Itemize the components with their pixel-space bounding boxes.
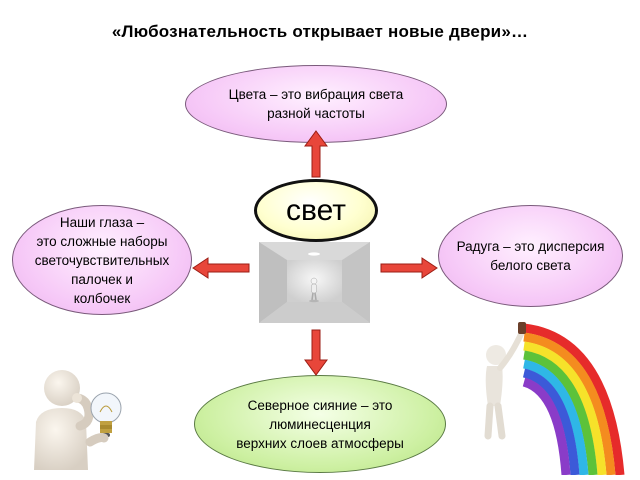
arrow-right-to-rainbow — [380, 257, 438, 279]
node-rainbow-dispersion: Радуга – это дисперсия белого света — [438, 205, 623, 307]
node-rainbow-dispersion-text: Радуга – это дисперсия белого света — [456, 239, 605, 273]
node-colors-vibration: Цвета – это вибрация света разной частот… — [185, 65, 447, 143]
light-bulb-icon — [90, 392, 122, 437]
page-title: «Любознательность открывает новые двери»… — [111, 22, 529, 41]
rainbow-figure — [484, 322, 625, 475]
node-eyes-text: Наши глаза – это сложные наборы светочув… — [34, 214, 170, 306]
node-colors-vibration-text: Цвета – это вибрация света разной частот… — [228, 87, 404, 121]
center-node-light: свет — [254, 179, 378, 242]
node-eyes: Наши глаза – это сложные наборы светочув… — [12, 205, 192, 315]
arrow-up-to-colors — [304, 130, 328, 178]
room-figure-image — [259, 242, 370, 323]
node-aurora-text: Северное сияние – это люминесценция верх… — [236, 397, 404, 451]
arrow-down-to-aurora — [304, 329, 328, 376]
arrow-left-to-eyes — [192, 257, 250, 279]
center-node-label: свет — [285, 193, 347, 227]
thinking-man-figure — [34, 370, 122, 470]
node-aurora: Северное сияние – это люминесценция верх… — [194, 375, 446, 473]
